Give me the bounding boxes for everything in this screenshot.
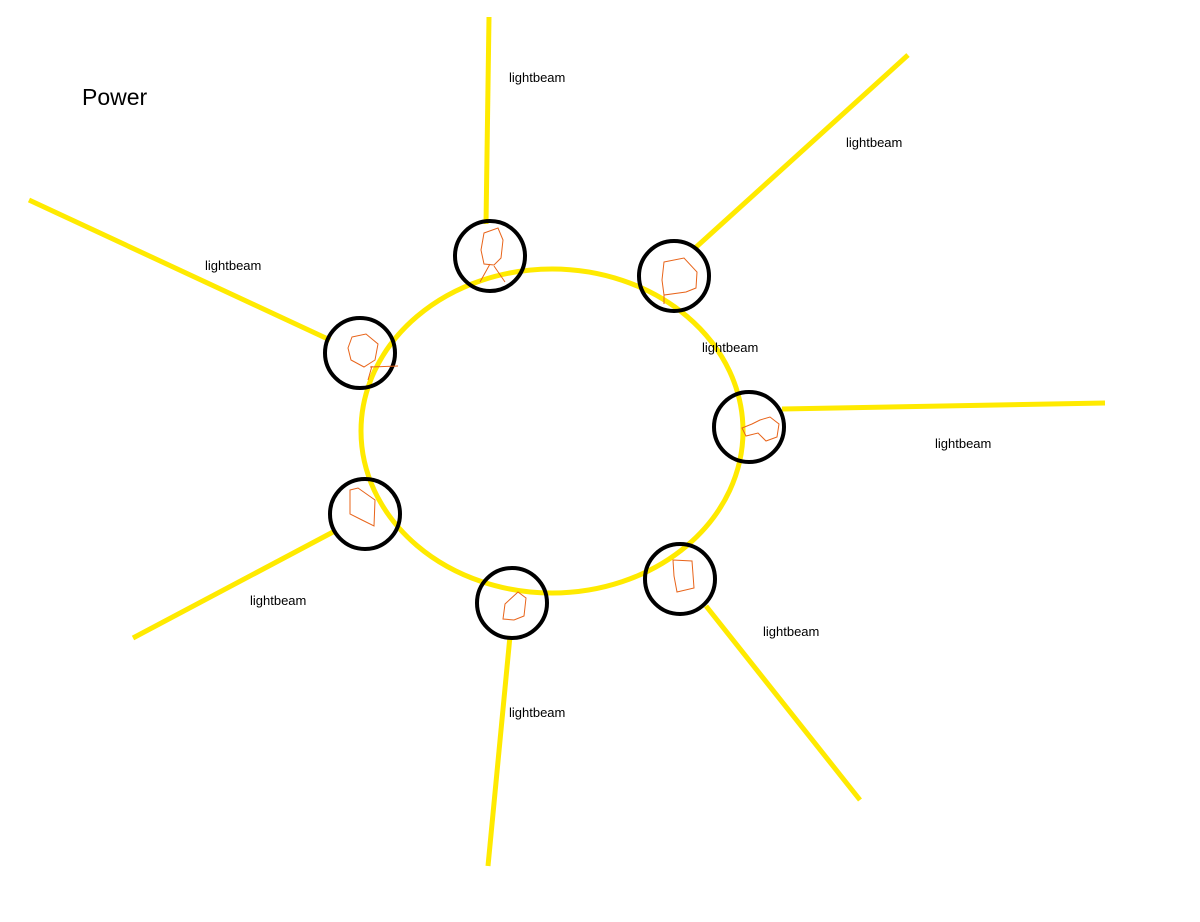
label-beam-right: lightbeam xyxy=(935,436,991,451)
label-beam-left: lightbeam xyxy=(205,258,261,273)
beam-left xyxy=(27,197,332,343)
node-bottom-left xyxy=(328,477,402,551)
beam-bottom-right xyxy=(704,604,862,802)
beam-top xyxy=(483,16,492,225)
squiggle-top-right xyxy=(661,257,698,304)
squiggle-top xyxy=(479,227,506,283)
label-beam-bottom-left: lightbeam xyxy=(250,593,306,608)
beam-top-right xyxy=(692,53,910,251)
node-left xyxy=(323,316,397,390)
node-top xyxy=(453,219,527,293)
node-bottom xyxy=(475,566,549,640)
beam-right xyxy=(781,400,1106,412)
label-beam-top: lightbeam xyxy=(509,70,565,85)
squiggle-bottom-right xyxy=(672,559,695,593)
squiggle-left xyxy=(347,333,399,381)
page-title: Power xyxy=(82,84,148,110)
node-bottom-right xyxy=(643,542,717,616)
label-beam-top-right: lightbeam xyxy=(846,135,902,150)
label-beam-bottom-right: lightbeam xyxy=(763,624,819,639)
squiggle-bottom xyxy=(502,591,527,621)
squiggle-right xyxy=(741,416,780,442)
label-ring: lightbeam xyxy=(702,340,758,355)
beam-bottom xyxy=(485,635,513,867)
squiggle-bottom-left xyxy=(349,487,376,527)
node-top-right xyxy=(637,239,711,313)
node-right xyxy=(712,390,786,464)
beam-bottom-left xyxy=(131,529,335,641)
label-beam-bottom: lightbeam xyxy=(509,705,565,720)
